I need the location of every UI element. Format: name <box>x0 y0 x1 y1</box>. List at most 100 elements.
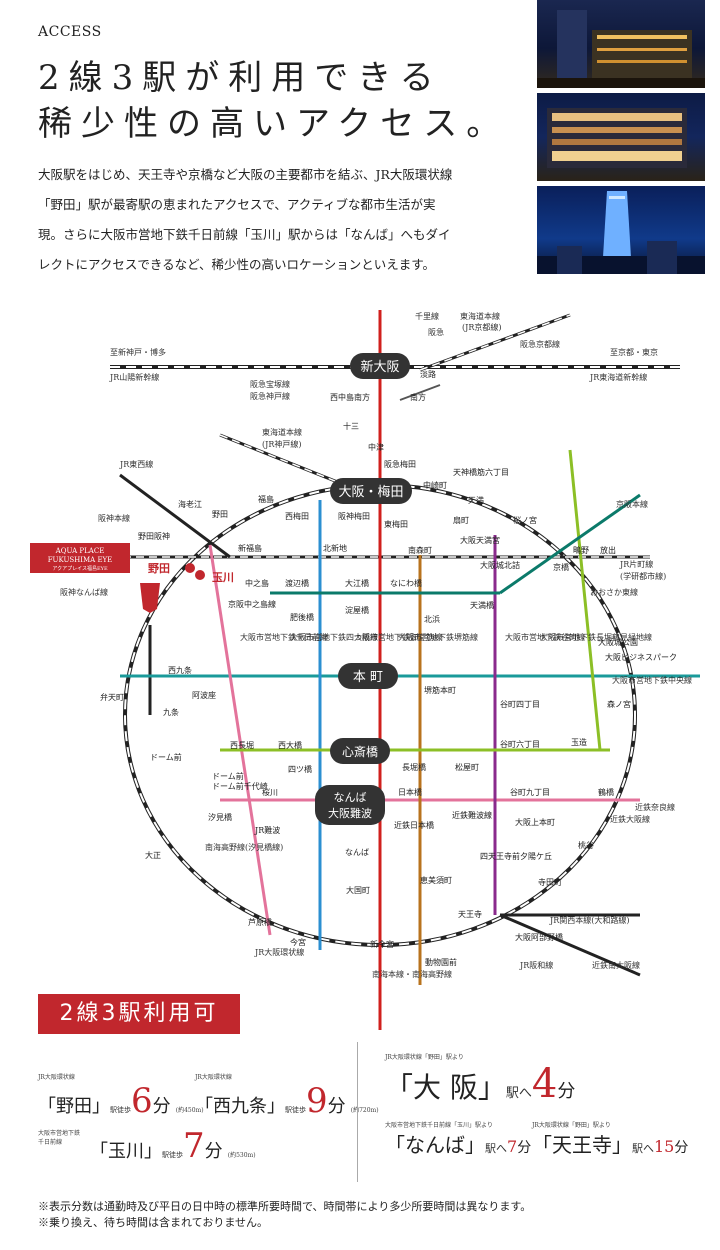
line-label: 南海高野線(汐見橋線) <box>205 842 283 852</box>
line-label: (学研都市線) <box>620 571 666 581</box>
line-label: 阪急 <box>428 327 444 337</box>
station-label: 西大橋 <box>278 740 302 750</box>
station-label: 汐見橋 <box>208 812 232 822</box>
station-label: 天王寺 <box>458 910 482 919</box>
unit: 分 <box>517 1140 532 1156</box>
station-label: 新今宮 <box>370 939 394 949</box>
station-label: 今宮 <box>290 937 306 947</box>
svg-text:本 町: 本 町 <box>353 670 383 685</box>
station-label: 中之島 <box>245 578 269 588</box>
station-label: 松屋町 <box>455 762 479 772</box>
to-label: 駅へ <box>485 1142 507 1155</box>
station-label: 谷町四丁目 <box>500 700 540 709</box>
line-label: JR大阪環状線 <box>254 947 304 957</box>
walk-label: 駅徒歩 <box>162 1151 183 1159</box>
svg-text:心斎橋: 心斎橋 <box>342 744 378 759</box>
line-name: JR大阪環状線 <box>38 1074 75 1081</box>
station-label: 桜川 <box>262 787 278 797</box>
station-label: ドーム前千代崎 <box>212 781 268 791</box>
station-label: 南方 <box>410 392 426 402</box>
unit: 分 <box>327 1096 346 1117</box>
line-labels: 至新神戸・博多 JR山陽新幹線 至京都・東京 JR東海道新幹線 東海道本線 (J… <box>60 311 692 979</box>
station-label: ドーム前 <box>150 752 182 762</box>
line-label: JR関西本線(大和路線) <box>549 915 629 925</box>
svg-text:新大阪: 新大阪 <box>360 359 399 375</box>
hub-umeda: 大阪・梅田 <box>330 478 412 504</box>
intro-paragraph: 大阪駅をはじめ、天王寺や京橋など大阪の主要都市を結ぶ、JR大阪環状線「野田」駅が… <box>38 167 453 272</box>
station-label: 南森町 <box>408 545 432 555</box>
station-label: 野田 <box>212 510 228 519</box>
unit: 分 <box>152 1096 171 1117</box>
station-label: 西梅田 <box>285 511 309 521</box>
station-label: JR難波 <box>254 825 280 835</box>
line-label: 阪急京都線 <box>520 339 560 349</box>
minutes: 9 <box>306 1081 328 1121</box>
station-label: 十三 <box>343 421 359 431</box>
station-label: 谷町九丁目 <box>510 788 550 797</box>
svg-text:玉川: 玉川 <box>212 571 234 584</box>
station-label: 天神橋筋六丁目 <box>453 467 509 477</box>
station-label: 大江橋 <box>345 578 369 588</box>
station-label: 東梅田 <box>384 519 408 529</box>
line-label: 大阪市営地下鉄千日前線 <box>240 632 328 642</box>
station-label: ドーム前 <box>212 771 244 781</box>
station-name: 「野田」 <box>38 1096 110 1117</box>
footnote: ※乗り換え、待ち時間は含まれておりません。 <box>38 1216 269 1229</box>
station-tamagawa-highlight: 玉川 <box>195 570 234 584</box>
line-label: 大阪市営地下鉄中央線 <box>612 675 692 685</box>
svg-text:大阪・梅田: 大阪・梅田 <box>338 485 403 500</box>
line-label: JR片町線 <box>619 559 653 569</box>
svg-text:野田: 野田 <box>148 562 170 575</box>
footnote: ※表示分数は通勤時及び平日の日中時の標準所要時間で、時間帯により多少所要時間は異… <box>38 1200 532 1213</box>
svg-text:大阪難波: 大阪難波 <box>328 806 372 820</box>
station-label: 長堀橋 <box>402 762 426 772</box>
line-label: 阪神なんば線 <box>60 587 108 597</box>
station-label: 天満 <box>468 496 484 505</box>
minutes: 15 <box>654 1137 675 1156</box>
headline-line-1: 2線3駅が利用できる <box>38 58 443 98</box>
station-label: 大阪城公園 <box>598 637 638 647</box>
line-label: JR山陽新幹線 <box>109 372 159 382</box>
walk-time-tamagawa: 大阪市営地下鉄 千日前線 「玉川」駅徒歩7分 (約530m) <box>38 1126 256 1186</box>
property-marker: AQUA PLACE FUKUSHIMA EYE アクアプレイス福島EYE <box>30 543 160 613</box>
station-label: 西九条 <box>168 665 192 675</box>
ride-time-namba: 大阪市営地下鉄千日前線「玉川」駅より 「なんば」駅へ7分 <box>385 1120 531 1158</box>
station-label: 京橋 <box>553 562 569 572</box>
station-label: 芦原橋 <box>248 917 272 927</box>
line-label: 至京都・東京 <box>610 347 658 357</box>
station-label: 西中島南方 <box>330 392 370 402</box>
station-label: なにわ橋 <box>390 578 422 588</box>
station-label: 野田阪神 <box>138 531 170 541</box>
minutes: 7 <box>183 1126 205 1166</box>
station-name: 「大 阪」 <box>385 1071 506 1104</box>
minutes: 4 <box>531 1061 558 1107</box>
station-label: 中津 <box>368 442 384 452</box>
distance: (約530m) <box>227 1152 256 1159</box>
station-label: 渡辺橋 <box>285 578 309 588</box>
walk-label: 駅徒歩 <box>110 1106 131 1114</box>
station-label: 森ノ宮 <box>607 699 631 709</box>
line-label: (JR京都線) <box>462 322 501 332</box>
unit: 分 <box>557 1081 576 1102</box>
line-label: 近鉄奈良線 <box>635 802 675 812</box>
line-label: おおさか東線 <box>590 587 638 597</box>
line-label: 南海本線・南海高野線 <box>372 969 452 979</box>
station-label: 扇町 <box>453 515 469 525</box>
station-label: 西長堀 <box>230 741 254 750</box>
line-label: 東海道本線 <box>262 427 302 437</box>
distance: (約720m) <box>350 1107 379 1114</box>
hub-shinsaibashi: 心斎橋 <box>330 738 390 764</box>
section-eyebrow: ACCESS <box>38 24 102 40</box>
station-label: 天満橋 <box>470 600 494 610</box>
station-label: 動物園前 <box>425 957 457 967</box>
availability-badge: 2線3駅利用可 <box>38 994 240 1034</box>
unit: 分 <box>674 1140 689 1156</box>
station-label: 恵美須町 <box>420 875 452 885</box>
line-label: 千里線 <box>415 311 439 321</box>
station-label: 肥後橋 <box>290 612 314 622</box>
station-label: 北浜 <box>424 614 440 624</box>
station-label: 中崎町 <box>423 480 447 490</box>
station-label: 阪神梅田 <box>338 511 370 521</box>
station-label: 大阪天満宮 <box>460 535 500 545</box>
station-label: 弁天町 <box>100 692 124 702</box>
